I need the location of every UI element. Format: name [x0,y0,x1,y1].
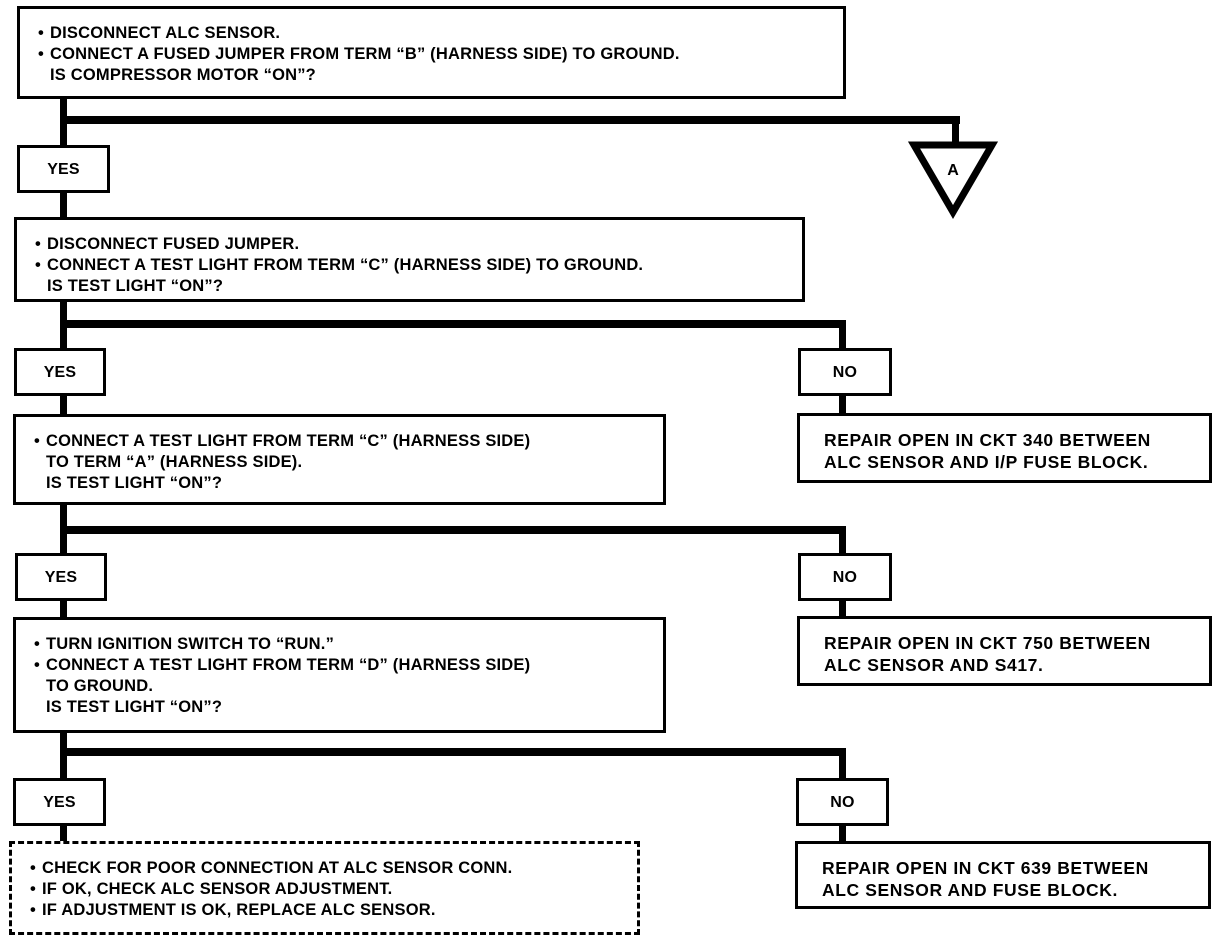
step-2-line-1: •DISCONNECT FUSED JUMPER. [35,235,300,253]
step-4-line-1: •TURN IGNITION SWITCH TO “RUN.” [34,635,335,653]
step-4-yes-label: YES [13,778,106,826]
connector-step4-no-down [839,748,846,782]
step-4-no-label: NO [796,778,889,826]
step-3-question: IS TEST LIGHT “ON”? [46,474,223,492]
step-3-no-label: NO [798,553,892,601]
step-2-line-2: •CONNECT A TEST LIGHT FROM TERM “C” (HAR… [35,256,644,274]
connector-yes3-down [60,598,67,618]
connector-yes2-down [60,394,67,416]
connector-no2-down [839,394,846,416]
step-3-line-2: TO TERM “A” (HARNESS SIDE). [46,453,303,471]
final-action-box: •CHECK FOR POOR CONNECTION AT ALC SENSOR… [9,841,640,935]
step-2-yes-label: YES [14,348,106,396]
step-3-yes-label: YES [15,553,107,601]
step-1-box: •DISCONNECT ALC SENSOR. •CONNECT A FUSED… [17,6,846,99]
step-2-question: IS TEST LIGHT “ON”? [47,277,224,295]
step-4-box: •TURN IGNITION SWITCH TO “RUN.” •CONNECT… [13,617,666,733]
step-1-yes-label: YES [17,145,110,193]
step-3-box: •CONNECT A TEST LIGHT FROM TERM “C” (HAR… [13,414,666,505]
connector-step2-branch [60,320,846,328]
connector-yes4-down [60,822,67,844]
bullet-icon: • [34,656,40,674]
connector-yes1-down [60,190,67,220]
bullet-icon: • [30,880,36,898]
step-4-question: IS TEST LIGHT “ON”? [46,698,223,716]
connector-no4-down [839,822,846,844]
bullet-icon: • [34,432,40,450]
connector-no3-down [839,598,846,618]
bullet-icon: • [35,256,41,274]
step-4-no-result: REPAIR OPEN IN CKT 639 BETWEEN ALC SENSO… [795,841,1211,909]
bullet-icon: • [35,235,41,253]
step-1-line-1: •DISCONNECT ALC SENSOR. [38,24,281,42]
step-4-line-2: •CONNECT A TEST LIGHT FROM TERM “D” (HAR… [34,656,531,674]
connector-step3-no-down [839,526,846,556]
connector-step4-branch [60,748,846,756]
step-1-question: IS COMPRESSOR MOTOR “ON”? [50,66,316,84]
bullet-icon: • [30,859,36,877]
step-4-line-3: TO GROUND. [46,677,154,695]
step-2-no-result: REPAIR OPEN IN CKT 340 BETWEEN ALC SENSO… [797,413,1212,483]
bullet-icon: • [38,24,44,42]
bullet-icon: • [38,45,44,63]
connector-step3-branch [60,526,846,534]
bullet-icon: • [30,901,36,919]
final-line-1: •CHECK FOR POOR CONNECTION AT ALC SENSOR… [30,859,513,877]
step-1-line-2: •CONNECT A FUSED JUMPER FROM TERM “B” (H… [38,45,680,63]
final-line-3: •IF ADJUSTMENT IS OK, REPLACE ALC SENSOR… [30,901,436,919]
step-3-no-result: REPAIR OPEN IN CKT 750 BETWEEN ALC SENSO… [797,616,1212,686]
connector-to-offpage-a [952,116,959,146]
connector-step2-no-down [839,320,846,350]
step-2-box: •DISCONNECT FUSED JUMPER. •CONNECT A TES… [14,217,805,302]
final-line-2: •IF OK, CHECK ALC SENSOR ADJUSTMENT. [30,880,393,898]
bullet-icon: • [34,635,40,653]
connector-step4-down [60,730,67,782]
offpage-connector-label: A [947,162,959,179]
offpage-connector-a: A [908,141,998,219]
step-2-no-label: NO [798,348,892,396]
connector-step1-branch [60,116,960,124]
step-3-line-1: •CONNECT A TEST LIGHT FROM TERM “C” (HAR… [34,432,531,450]
